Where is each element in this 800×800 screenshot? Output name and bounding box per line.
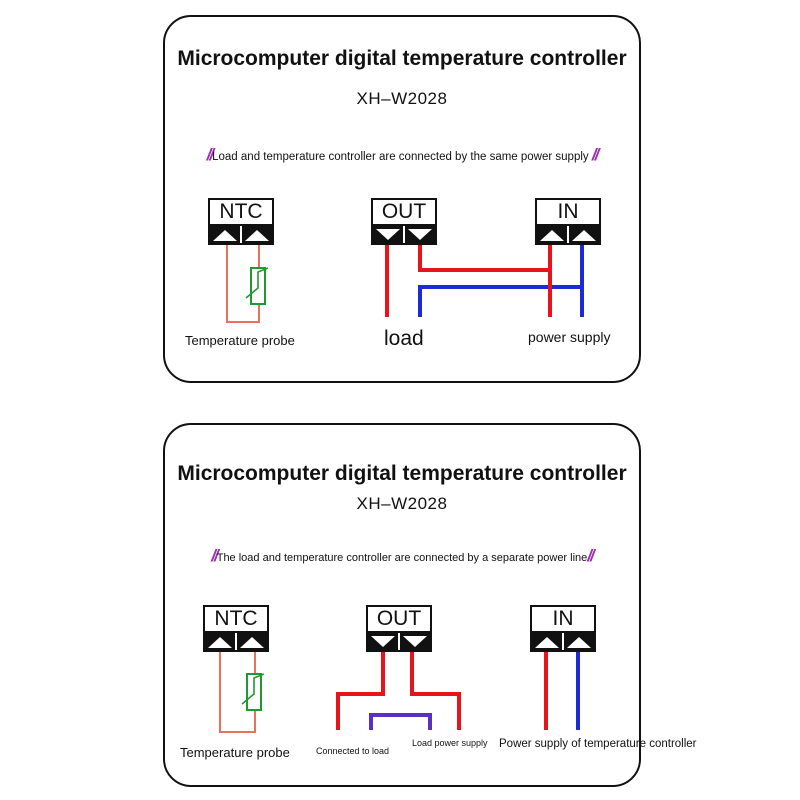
thermistor-arrow xyxy=(241,673,265,705)
triangle-down-icon xyxy=(398,633,430,650)
in-terminal-label: IN xyxy=(537,200,599,226)
load-wire-right xyxy=(418,245,550,272)
connected-to-load-label: Connected to load xyxy=(316,746,390,756)
ntc-terminal: NTC xyxy=(203,605,269,652)
out-terminal-label: OUT xyxy=(368,607,430,633)
out-terminal: OUT xyxy=(366,605,432,652)
power-supply-label: power supply xyxy=(528,329,611,345)
load-power-supply-label: Load power supply xyxy=(412,738,488,748)
triangle-up-icon xyxy=(567,226,599,243)
probe-label: Temperature probe xyxy=(180,745,290,760)
slash-mark-right: // xyxy=(587,546,595,565)
triangle-down-icon xyxy=(368,633,398,650)
in-terminal: IN xyxy=(530,605,596,652)
wiring-note-text: Load and temperature controller are conn… xyxy=(212,151,589,163)
wiring-note: //Load and temperature controller are co… xyxy=(165,145,639,165)
triangle-up-icon xyxy=(562,633,594,650)
triangle-down-icon xyxy=(373,226,403,243)
panel-title: Microcomputer digital temperature contro… xyxy=(177,462,627,485)
in-terminal-label: IN xyxy=(532,607,594,633)
wiring-note-text: The load and temperature controller are … xyxy=(216,552,588,564)
triangle-up-icon xyxy=(210,226,240,243)
triangle-up-icon xyxy=(537,226,567,243)
out-terminal: OUT xyxy=(371,198,437,245)
triangle-up-icon xyxy=(235,633,267,650)
load-wire-right xyxy=(410,652,461,730)
slash-mark-left: // xyxy=(206,145,215,164)
probe-label: Temperature probe xyxy=(185,333,295,348)
triangle-up-icon xyxy=(532,633,562,650)
ntc-terminal: NTC xyxy=(208,198,274,245)
load-link-wire xyxy=(369,713,432,730)
load-label: load xyxy=(384,327,424,350)
slash-mark-left: // xyxy=(211,546,219,565)
thermistor-arrow xyxy=(245,267,269,299)
ntc-terminal-label: NTC xyxy=(205,607,267,633)
ntc-terminal-label: NTC xyxy=(210,200,272,226)
load-wire-left xyxy=(336,652,385,730)
out-terminal-label: OUT xyxy=(373,200,435,226)
triangle-up-icon xyxy=(205,633,235,650)
panel-title: Microcomputer digital temperature contro… xyxy=(177,47,627,70)
blue-link-wire xyxy=(418,285,582,317)
model-number: XH–W2028 xyxy=(356,89,448,108)
wiring-note: //The load and temperature controller ar… xyxy=(165,546,639,566)
controller-power-supply-label: Power supply of temperature controller xyxy=(499,738,697,750)
slash-mark-right: // xyxy=(591,145,600,164)
in-terminal: IN xyxy=(535,198,601,245)
model-number: XH–W2028 xyxy=(356,494,448,513)
triangle-down-icon xyxy=(403,226,435,243)
triangle-up-icon xyxy=(240,226,272,243)
